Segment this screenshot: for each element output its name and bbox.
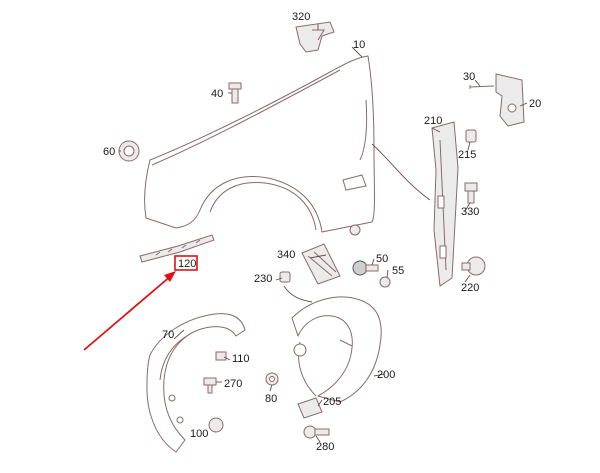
part-20-bracket [495,73,525,127]
part-70-wheel-liner-front [146,313,246,453]
label-20: 20 [529,98,541,110]
label-330: 330 [461,206,479,218]
part-80-nut [265,372,279,386]
part-30-pin [469,85,495,89]
label-230: 230 [254,273,272,285]
part-10-fender [144,55,375,236]
label-70: 70 [162,329,174,341]
label-340: 340 [277,249,295,261]
part-120-seal-strip[interactable] [139,234,215,263]
part-110-screw [215,351,227,361]
label-10: 10 [353,39,365,51]
label-80: 80 [265,393,277,405]
part-50-bolt [352,260,379,276]
part-200-wheel-liner-rear [291,296,382,403]
label-280: 280 [316,441,334,453]
label-40: 40 [211,88,223,100]
label-60: 60 [103,146,115,158]
part-210-strut [431,121,459,287]
part-205-bracket [297,397,323,419]
label-215: 215 [458,149,476,161]
red-arrow [83,271,176,351]
label-120[interactable]: 120 [178,258,196,270]
part-100-clip [208,417,224,433]
label-110: 110 [232,353,250,365]
label-200: 200 [377,369,395,381]
part-labels: 320 10 30 20 40 60 210 215 330 340 50 55… [103,11,541,453]
part-60-grommet [118,140,140,162]
leader-lines [119,24,528,443]
label-270: 270 [224,378,242,390]
part-220-clip [461,256,486,276]
part-40-bolt [228,82,242,104]
label-30: 30 [463,71,475,83]
part-230-clip [279,271,291,283]
part-280-bolt [303,425,330,439]
part-270-screw [203,377,217,394]
part-320-bracket [295,21,335,53]
part-330-bolt [464,182,478,204]
label-220: 220 [461,282,479,294]
highlight-box-120 [174,255,198,271]
part-340-pad [301,243,341,285]
label-100: 100 [190,428,208,440]
label-205: 205 [323,396,341,408]
label-210: 210 [424,115,442,127]
part-215-clip [465,129,477,143]
label-50: 50 [376,253,388,265]
label-55: 55 [392,265,404,277]
part-55-nut [379,276,391,288]
label-320: 320 [292,11,310,23]
